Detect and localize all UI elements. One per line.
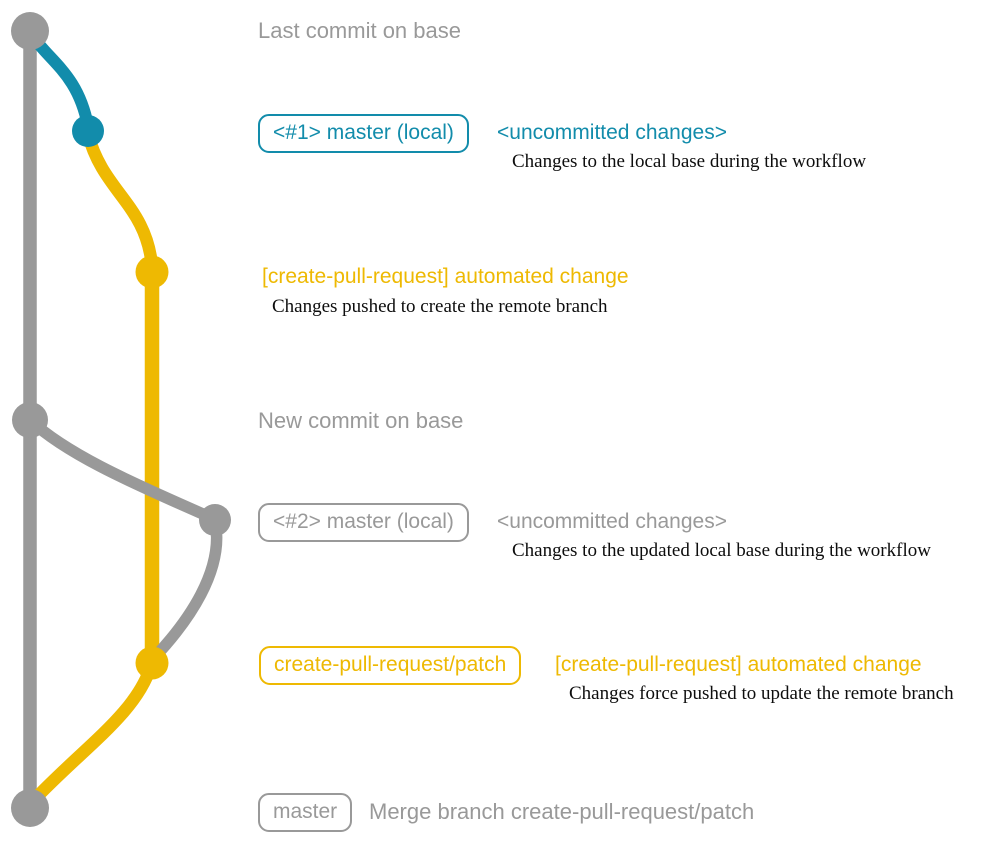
heading-automated-change-1: [create-pull-request] automated change (262, 265, 629, 288)
description-uncommitted-changes-2: Changes to the updated local base during… (512, 540, 931, 561)
label-new-commit-on-base: New commit on base (258, 408, 464, 433)
local-changes-edge-2 (24, 414, 220, 525)
description-automated-change-1: Changes pushed to create the remote bran… (272, 296, 608, 317)
commit-node-patch-update (135, 646, 169, 680)
branch-badge-master: master (258, 793, 353, 832)
local-changes-edge-1 (25, 28, 94, 132)
commit-node-uncommitted-2 (199, 504, 231, 536)
git-graph (11, 12, 231, 827)
merge-edge (26, 659, 158, 808)
rebase-edge (147, 515, 223, 665)
label-last-commit-on-base: Last commit on base (258, 18, 461, 43)
commit-node-patch-create (135, 255, 169, 289)
heading-uncommitted-changes-2: <uncommitted changes> (497, 510, 727, 533)
commit-node-uncommitted-1 (72, 115, 104, 147)
description-automated-change-2: Changes force pushed to update the remot… (569, 683, 954, 704)
commit-node-last-base (11, 12, 49, 50)
label-merge-branch: Merge branch create-pull-request/patch (369, 799, 755, 824)
patch-branch-edge (81, 127, 159, 273)
commit-node-merge (11, 789, 49, 827)
branch-badge-master-local-1: <#1> master (local) (258, 114, 469, 153)
heading-automated-change-2: [create-pull-request] automated change (555, 653, 922, 676)
branch-badge-master-local-2: <#2> master (local) (258, 503, 469, 542)
heading-uncommitted-changes-1: <uncommitted changes> (497, 121, 727, 144)
description-uncommitted-changes-1: Changes to the local base during the wor… (512, 151, 867, 172)
branch-badge-patch: create-pull-request/patch (259, 646, 522, 685)
commit-node-new-base (12, 402, 48, 438)
